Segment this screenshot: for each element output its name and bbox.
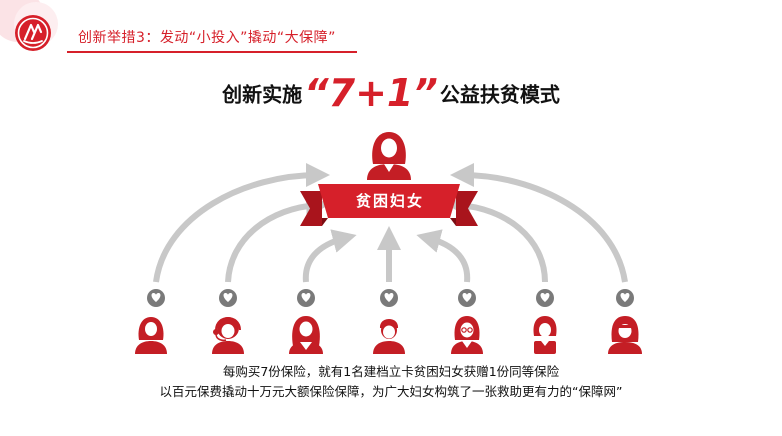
woman-bangs-icon xyxy=(608,316,642,354)
center-banner xyxy=(300,184,478,226)
woman-glasses-icon xyxy=(451,316,483,354)
headline-suffix: 公益扶贫模式 xyxy=(439,82,560,107)
heart-icon xyxy=(616,289,634,307)
hearts xyxy=(147,289,634,307)
women-federation-logo-icon xyxy=(15,15,51,51)
woman-icon xyxy=(367,132,411,180)
heart-icon xyxy=(297,289,315,307)
arrow-6 xyxy=(446,193,548,283)
center-label: 贫困妇女 xyxy=(355,192,424,210)
caption-line-2: 以百元保费撬动十万元大额保险保障，为广大妇女构筑了一张救助更有力的“保障网” xyxy=(159,384,623,399)
headline-model: “7+1” xyxy=(304,71,438,115)
heart-icon xyxy=(536,289,554,307)
woman-bob-hair-icon xyxy=(533,316,557,354)
headline: 创新实施“7+1”公益扶贫模式 xyxy=(0,71,782,115)
caption-line-1: 每购买7份保险，就有1名建档立卡贫困妇女获赠1份同等保险 xyxy=(222,364,560,379)
arrows xyxy=(153,163,628,283)
header-title: 创新举措3：发动“小投入”撬动“大保障” xyxy=(78,30,336,46)
arrow-2 xyxy=(225,193,330,283)
person-short-hair-icon xyxy=(373,319,405,354)
heart-icon xyxy=(458,289,476,307)
heart-icon xyxy=(219,289,237,307)
arrow-5 xyxy=(416,229,471,283)
heart-icon xyxy=(147,289,165,307)
heart-icon xyxy=(380,289,398,307)
header-underline xyxy=(67,51,357,53)
arrow-7 xyxy=(450,163,628,283)
arrow-1 xyxy=(153,163,330,283)
headline-prefix: 创新实施 xyxy=(222,82,303,107)
donors xyxy=(135,316,642,354)
woman-headset-icon xyxy=(212,317,244,354)
woman-icon xyxy=(135,317,167,354)
woman-long-hair-icon xyxy=(289,316,323,354)
arrow-3 xyxy=(302,229,357,283)
